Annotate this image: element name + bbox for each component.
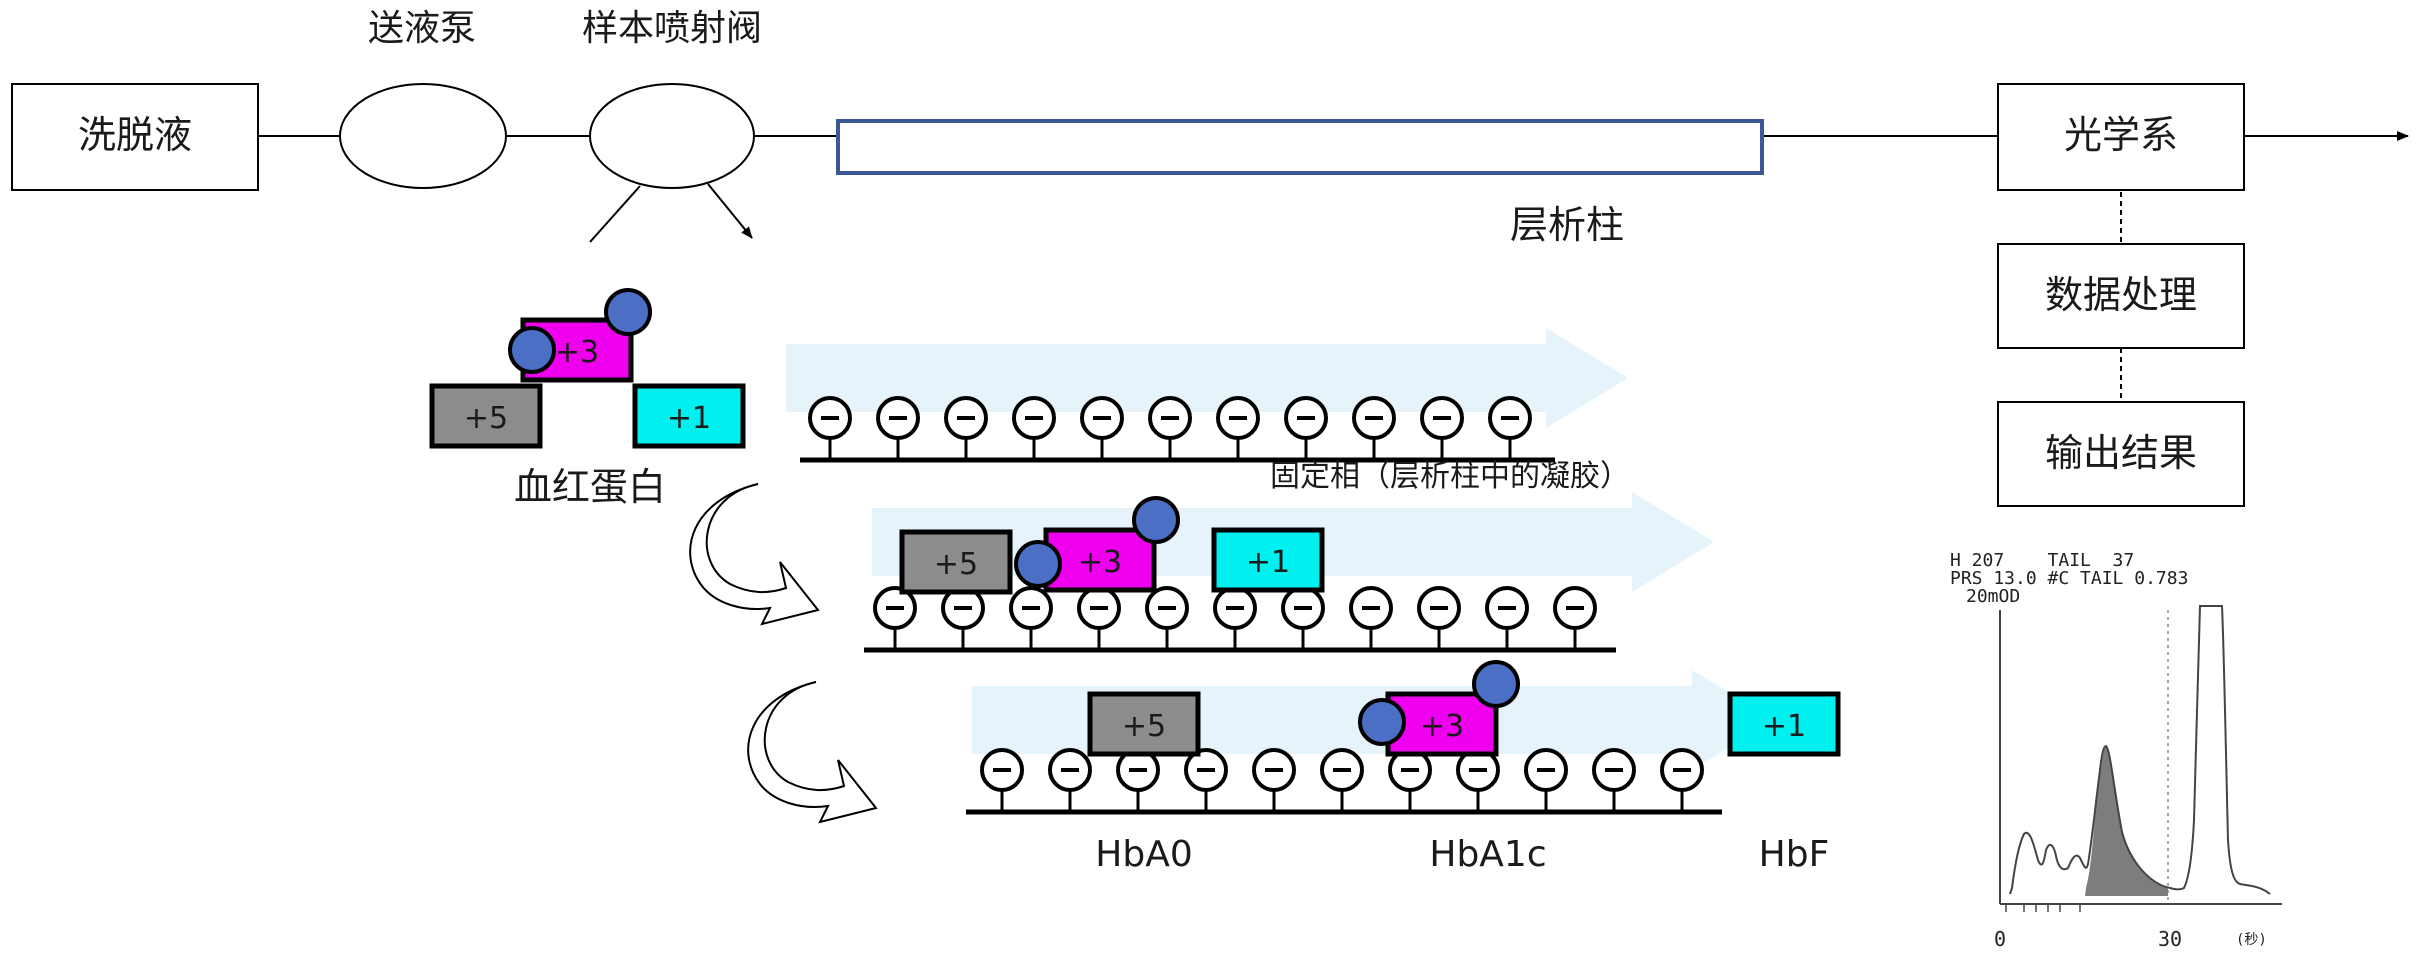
hbf-charge: +1 — [667, 401, 711, 436]
hba1c-species-label: HbA1c — [1429, 834, 1546, 875]
optics-box — [1997, 83, 2245, 191]
hba0-charge: +5 — [464, 401, 508, 436]
stationary-phase-label: 固定相（层析柱中的凝胶） — [1270, 459, 1630, 494]
flow-direction-arrow — [786, 328, 1628, 428]
hemoglobin-label: 血红蛋白 — [514, 465, 666, 509]
chromatogram-header-1: H 207 TAIL 37 — [1950, 550, 2134, 571]
hemoglobin-cluster: +3 +5 +1 — [429, 288, 746, 449]
hbf-block — [632, 383, 746, 449]
pump-label: 送液泵 — [368, 8, 476, 49]
glucose-marker — [508, 326, 556, 374]
glucose-marker — [604, 288, 652, 336]
hba1c-charge: +3 — [1420, 709, 1464, 744]
chromatogram-header-3: 20mOD — [1966, 586, 2020, 607]
glucose-marker — [1014, 540, 1062, 588]
injector-label: 样本喷射阀 — [582, 8, 762, 49]
glucose-marker — [1358, 698, 1406, 746]
hba0-block — [429, 383, 543, 449]
hba1c-block — [1043, 527, 1157, 593]
chromatogram-trace — [2009, 605, 2271, 895]
chromatogram-header-2: PRS 13.0 #C TAIL 0.783 — [1950, 568, 2188, 589]
data-processing-label: 数据处理 — [2045, 273, 2197, 317]
hbf-block — [1211, 527, 1325, 593]
separation-stage-3: +5 +3 +1 — [966, 660, 1841, 815]
data-processing-box — [1997, 243, 2245, 349]
x-tick-label-0: 0 — [1994, 927, 2006, 951]
hbf-block — [1727, 691, 1841, 757]
hba1c-charge: +3 — [1078, 545, 1122, 580]
pump-shape — [339, 83, 507, 189]
column-label: 层析柱 — [1510, 203, 1624, 247]
output-box — [1997, 401, 2245, 507]
separation-stage-2: +5 +3 +1 — [864, 492, 1714, 653]
optics-label: 光学系 — [2064, 113, 2178, 157]
hba1c-charge: +3 — [555, 335, 599, 370]
curved-arrow-1 — [689, 483, 820, 626]
hba0-species-label: HbA0 — [1095, 834, 1192, 875]
hba1c-peak-area — [2085, 746, 2168, 896]
separation-stage-1 — [786, 328, 1628, 463]
x-axis-unit: (秒) — [2236, 932, 2267, 948]
hbf-charge: +1 — [1762, 709, 1806, 744]
chromatogram: H 207 TAIL 37 PRS 13.0 #C TAIL 0.783 20m… — [1950, 550, 2282, 951]
glucose-marker — [1132, 496, 1180, 544]
hba0-charge: +5 — [934, 547, 978, 582]
output-label: 输出结果 — [2045, 431, 2197, 475]
injector-lead-line — [589, 185, 641, 243]
injector-sample-arrow — [707, 183, 753, 239]
column-shape — [836, 119, 1764, 175]
injector-shape — [589, 83, 755, 189]
hbf-charge: +1 — [1246, 545, 1290, 580]
glucose-marker — [1472, 660, 1520, 708]
eluent-box — [11, 83, 259, 191]
flow-path — [258, 131, 2409, 402]
hba0-charge: +5 — [1122, 709, 1166, 744]
hba0-block — [899, 529, 1013, 595]
hba1c-block — [1385, 691, 1499, 757]
eluent-label: 洗脱液 — [78, 113, 192, 157]
curved-arrow-2 — [747, 681, 878, 824]
hbf-species-label: HbF — [1759, 834, 1830, 875]
hba0-block — [1087, 691, 1201, 757]
x-tick-label-30: 30 — [2158, 927, 2182, 951]
